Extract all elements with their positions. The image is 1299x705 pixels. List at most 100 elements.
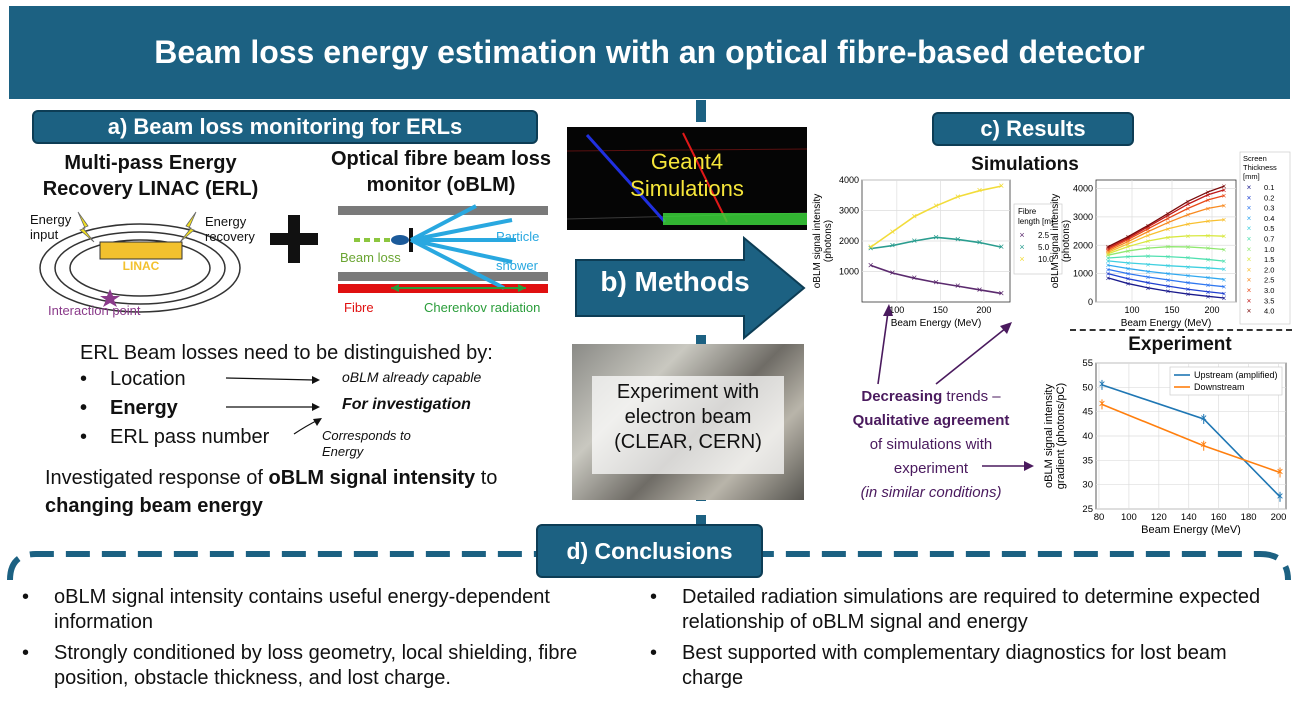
data-point: × <box>1146 221 1151 230</box>
note-conditions: (in similar conditions) <box>860 484 1002 501</box>
data-point: × <box>1106 265 1111 274</box>
data-point: × <box>1166 219 1171 228</box>
data-point: × <box>1166 253 1171 262</box>
data-point: × <box>1126 243 1131 252</box>
series-line-2.0 <box>1107 219 1225 253</box>
data-point: × <box>1186 232 1191 241</box>
data-point: × <box>1186 220 1191 229</box>
data-point: × <box>1106 274 1111 283</box>
x-tick-label: 200 <box>1271 512 1287 523</box>
data-point: × <box>1166 287 1171 296</box>
legend-title: Fibre <box>1018 207 1037 216</box>
note-sim: of simulations with <box>869 436 993 453</box>
investigated-part-1: Investigated response of <box>45 467 269 489</box>
y-tick-label: 40 <box>1082 431 1093 442</box>
y-axis-label: oBLM signal intensity <box>1050 194 1061 289</box>
data-point: × <box>1166 233 1171 242</box>
legend-entry-4.0: 4.0 <box>1264 307 1274 316</box>
data-point: × <box>1222 232 1227 241</box>
data-point: × <box>1206 281 1211 290</box>
data-point: × <box>1166 282 1171 291</box>
data-point: × <box>1106 251 1111 260</box>
geant4-render <box>567 132 807 225</box>
x-axis-label: Beam Energy (MeV) <box>1141 524 1241 535</box>
data-point: × <box>1206 264 1211 273</box>
y-tick-label: 50 <box>1082 382 1093 393</box>
data-point: × <box>1186 279 1191 288</box>
oblm-title: Optical fibre beam loss monitor (oBLM) <box>330 148 552 196</box>
beam-loss-label: Beam loss <box>340 250 401 265</box>
series-line-0.7 <box>1107 255 1225 262</box>
fibre-label: Fibre <box>344 300 374 315</box>
legend-marker-1.5: × <box>1247 255 1252 264</box>
y-tick-label: 35 <box>1082 455 1093 466</box>
list-item-energy: Energy <box>76 394 269 423</box>
data-point: × <box>1098 396 1105 410</box>
data-point: × <box>1186 272 1191 281</box>
series-line-2.5 <box>1107 204 1225 252</box>
legend-marker-2.5: × <box>1247 276 1252 285</box>
y-axis-label-line2: (photons) <box>823 220 834 262</box>
series-line-0.1 <box>1107 277 1225 299</box>
data-point: × <box>1222 182 1227 191</box>
data-point: × <box>1126 253 1131 262</box>
data-point: × <box>1126 233 1131 242</box>
x-tick-label: 120 <box>1151 512 1167 523</box>
data-point: × <box>998 242 1004 253</box>
data-point: × <box>1106 248 1111 257</box>
legend-marker-3.0: × <box>1247 286 1252 295</box>
cherenkov-label: Cherenkov radiation <box>424 300 541 315</box>
simulations-heading: Simulations <box>971 154 1079 175</box>
data-point: × <box>1222 265 1227 274</box>
legend-title-line2: length [m] <box>1018 217 1053 226</box>
legend-entry-3.0: 3.0 <box>1264 286 1274 295</box>
data-point: × <box>933 277 939 288</box>
location-note: oBLM already capable <box>342 369 482 385</box>
data-point: × <box>1126 236 1131 245</box>
data-point: × <box>1166 225 1171 234</box>
erl-diagram: LINAC <box>39 211 241 313</box>
data-point: × <box>890 241 896 252</box>
data-point: × <box>1222 289 1227 298</box>
x-axis-label: Beam Energy (MeV) <box>1121 318 1212 328</box>
data-point: × <box>1106 250 1111 259</box>
data-point: × <box>1186 290 1191 299</box>
y-axis-label: oBLM signal intensity <box>812 194 823 289</box>
y-tick-label: 3000 <box>839 206 859 216</box>
data-point: × <box>1206 274 1211 283</box>
data-point: × <box>1126 240 1131 249</box>
data-point: × <box>1166 262 1171 271</box>
y-tick-label: 4000 <box>839 175 859 185</box>
y-tick-label: 30 <box>1082 480 1093 491</box>
legend-marker-0.1: × <box>1247 183 1252 192</box>
section-d-label-text: d) Conclusions <box>566 537 733 564</box>
section-c-label: c) Results <box>932 112 1134 146</box>
data-point: × <box>1146 225 1151 234</box>
data-point: × <box>1166 214 1171 223</box>
data-point: × <box>1146 228 1151 237</box>
legend-marker-0.4: × <box>1247 214 1252 223</box>
data-point: × <box>1206 196 1211 205</box>
data-point: × <box>1186 243 1191 252</box>
data-point: × <box>1106 246 1111 255</box>
data-point: × <box>1106 254 1111 263</box>
series-line-0.2 <box>1107 272 1225 295</box>
data-point: × <box>1166 276 1171 285</box>
experiment-label: Experiment with electron beam (CLEAR, CE… <box>614 381 762 453</box>
data-point: × <box>1126 259 1131 268</box>
data-point: × <box>1206 204 1211 213</box>
data-point: × <box>890 268 896 279</box>
note-bold-decreasing: Decreasing <box>861 388 943 405</box>
data-point: × <box>868 242 874 253</box>
experiment-heading: Experiment <box>1128 334 1232 355</box>
data-point: × <box>911 236 917 247</box>
y-tick-label: 55 <box>1082 358 1093 369</box>
data-point: × <box>1146 260 1151 269</box>
legend-entry-0.4: 0.4 <box>1264 214 1274 223</box>
data-point: × <box>1106 247 1111 256</box>
linac-label: LINAC <box>123 259 160 273</box>
data-point: × <box>1106 244 1111 253</box>
list-item-pass: ERL pass number <box>76 423 269 452</box>
data-point: × <box>1166 209 1171 218</box>
